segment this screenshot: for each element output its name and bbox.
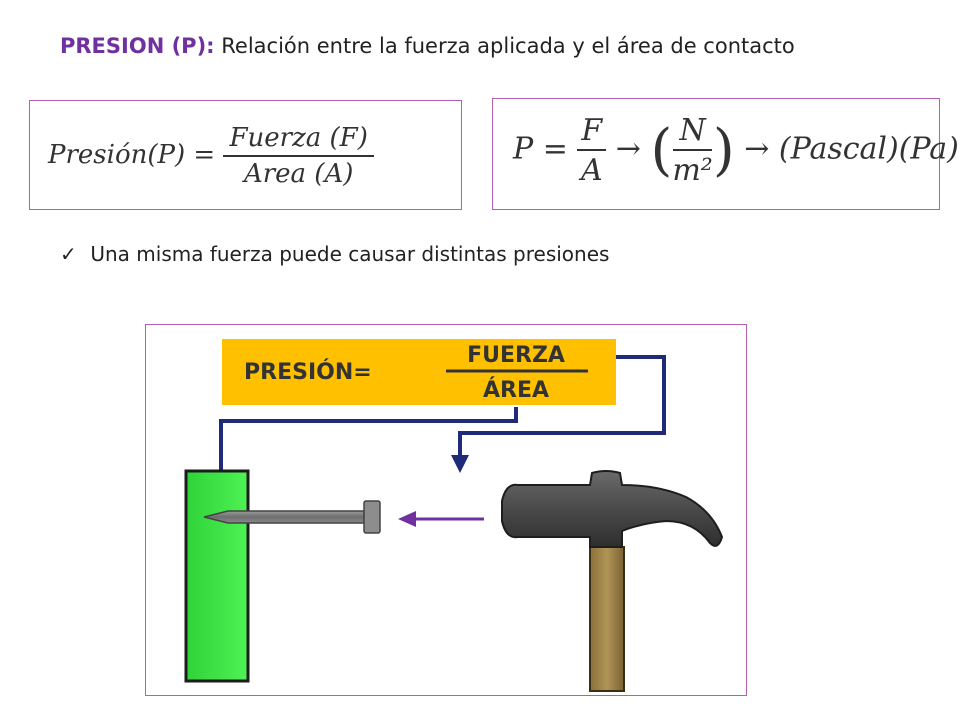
- illustration-svg: PRESIÓN= FUERZA ÁREA: [184, 339, 724, 692]
- check-icon: ✓: [60, 242, 77, 266]
- hammer-head: [501, 470, 724, 548]
- force-arrow-head-icon: [398, 511, 416, 527]
- units-numerator: F: [577, 113, 607, 151]
- formula-denominator: Area (A): [243, 159, 354, 189]
- arrow-to-hammer-head-icon: [451, 455, 469, 473]
- banner-numerator: FUERZA: [467, 343, 565, 368]
- formula-lhs: Presión(P) =: [48, 140, 216, 170]
- formula-box-units: P = F A → ( N m² ) → (Pascal)(Pa): [492, 98, 959, 210]
- slide-title: PRESION (P): Relación entre la fuerza ap…: [60, 34, 795, 58]
- hammer-handle: [589, 546, 625, 692]
- unit-denominator: m²: [672, 153, 713, 188]
- units-fraction: F A: [577, 113, 607, 188]
- nail-head: [363, 500, 381, 534]
- arrow-to-board: [219, 407, 518, 485]
- units-result: (Pascal)(Pa): [778, 131, 959, 167]
- unit-numerator: N: [673, 113, 712, 151]
- units-lhs: P =: [513, 131, 568, 167]
- hammer-nail-illustration: PRESIÓN= FUERZA ÁREA: [145, 324, 747, 696]
- bullet-point: ✓ Una misma fuerza puede causar distinta…: [60, 242, 609, 266]
- banner-denominator: ÁREA: [483, 377, 549, 403]
- nail-shaft: [203, 510, 365, 524]
- left-paren: (: [650, 118, 673, 183]
- pressure-formula: Presión(P) = Fuerza (F) Area (A): [48, 123, 374, 189]
- formula-numerator: Fuerza (F): [223, 123, 374, 157]
- right-paren: ): [712, 118, 735, 183]
- title-text: Relación entre la fuerza aplicada y el á…: [221, 34, 795, 58]
- units-formula: P = F A → ( N m² ) → (Pascal)(Pa): [513, 113, 959, 188]
- formula-fraction: Fuerza (F) Area (A): [223, 123, 374, 189]
- formula-box-pressure: Presión(P) = Fuerza (F) Area (A): [29, 100, 462, 210]
- bullet-text: Una misma fuerza puede causar distintas …: [90, 242, 610, 266]
- title-lead: PRESION (P):: [60, 34, 215, 58]
- units-denominator: A: [580, 153, 603, 188]
- arrow-right-icon: →: [615, 131, 641, 167]
- arrow-to-hammer: [458, 355, 666, 457]
- wooden-board: [184, 469, 250, 683]
- banner-lhs: PRESIÓN=: [244, 359, 372, 385]
- unit-fraction: N m²: [672, 113, 712, 188]
- arrow-right-icon: →: [744, 131, 770, 167]
